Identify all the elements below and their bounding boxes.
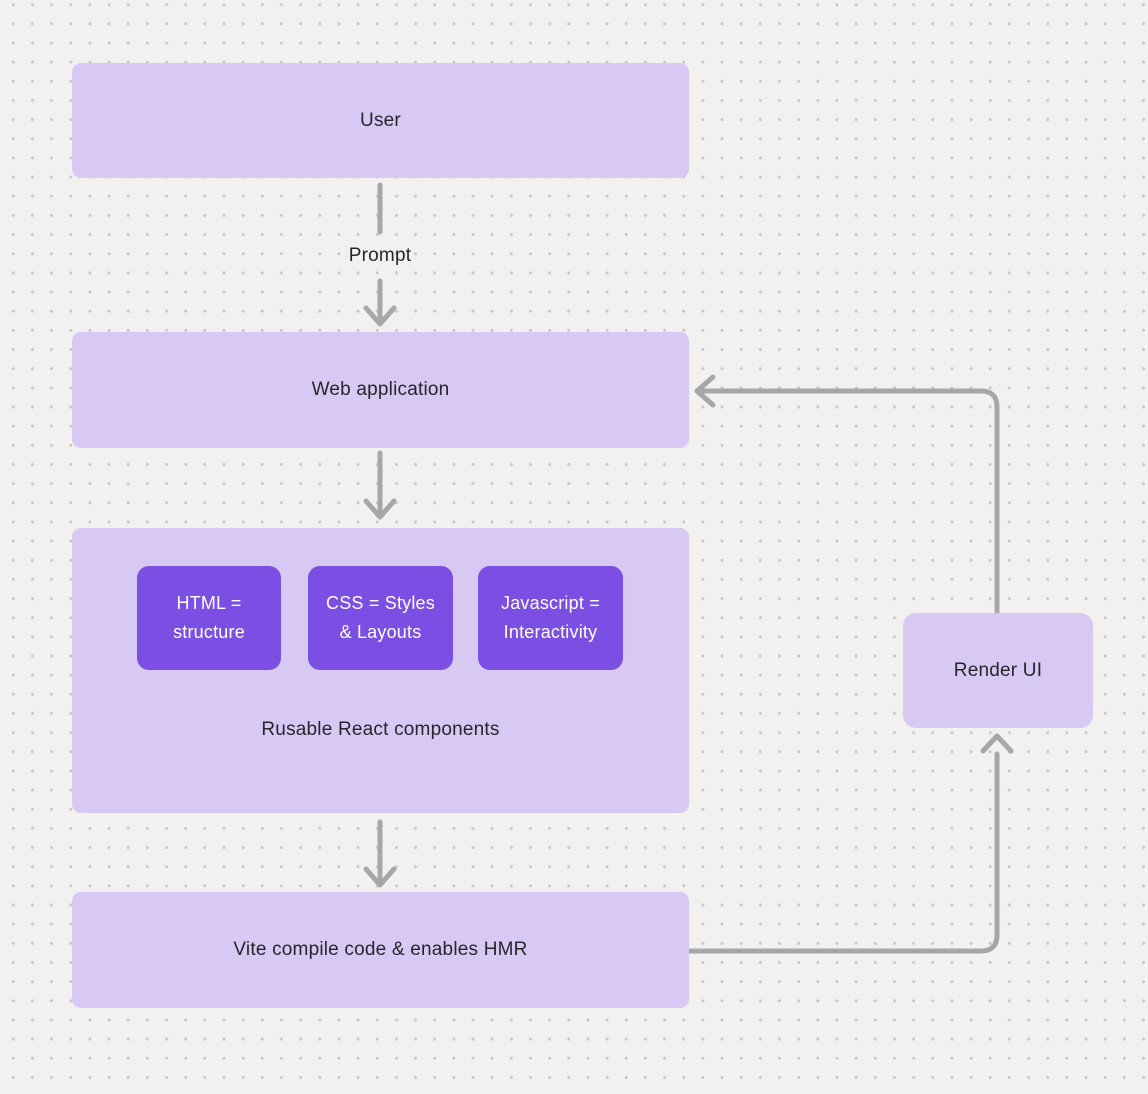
arrow-components-to-vite[interactable] <box>363 819 397 888</box>
arrowhead-up-icon <box>980 733 1014 754</box>
arrow-vite-to-render-ui-segment <box>684 751 1000 954</box>
arrow-render-ui-to-webapp-segment <box>697 388 1000 615</box>
node-user-label: User <box>360 109 401 131</box>
node-web-application[interactable]: Web application <box>72 332 689 448</box>
group-caption: Rusable React components <box>261 719 500 740</box>
arrow-vite-to-render-ui[interactable] <box>684 733 1014 954</box>
arrowhead-down-icon <box>363 498 397 520</box>
node-user[interactable]: User <box>72 63 689 178</box>
chip-html-structure[interactable]: HTML = structure <box>137 566 281 670</box>
chip-html-structure-label: HTML = structure <box>173 593 245 642</box>
arrowhead-down-icon <box>363 866 397 888</box>
arrow-render-ui-to-webapp[interactable] <box>694 374 1000 615</box>
arrow-user-to-webapp[interactable] <box>363 182 397 327</box>
arrowhead-down-icon <box>363 305 397 327</box>
chip-css-styles[interactable]: CSS = Styles & Layouts <box>308 566 453 670</box>
chip-css-styles-label: CSS = Styles & Layouts <box>326 593 435 642</box>
node-react-components-group[interactable]: HTML = structure CSS = Styles & Layouts … <box>72 528 689 813</box>
chip-javascript-interactivity-label: Javascript = Interactivity <box>501 593 600 642</box>
node-vite-compile-label: Vite compile code & enables HMR <box>233 939 528 960</box>
node-web-application-label: Web application <box>311 379 450 400</box>
arrowhead-left-icon <box>694 374 716 408</box>
edge-label-prompt: Prompt <box>348 245 412 266</box>
arrow-webapp-to-components[interactable] <box>363 450 397 520</box>
chip-javascript-interactivity[interactable]: Javascript = Interactivity <box>478 566 623 670</box>
node-render-ui-label: Render UI <box>953 659 1043 681</box>
node-vite-compile[interactable]: Vite compile code & enables HMR <box>72 892 689 1008</box>
node-render-ui[interactable]: Render UI <box>903 613 1093 728</box>
